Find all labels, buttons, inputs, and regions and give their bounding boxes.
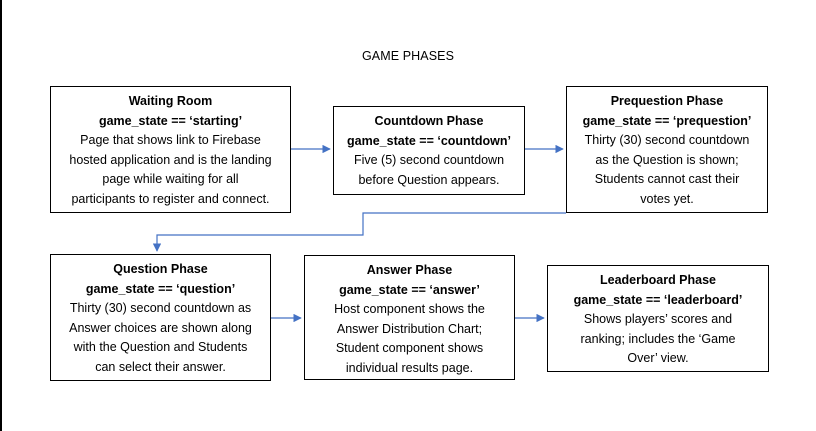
phase-box-waiting-room: Waiting Room game_state == ‘starting’ Pa… xyxy=(50,86,291,213)
phase-state: game_state == ‘countdown’ xyxy=(347,133,511,148)
phase-state: game_state == ‘leaderboard’ xyxy=(573,292,743,307)
phase-description-line: hosted application and is the landing xyxy=(69,152,272,167)
phase-name: Waiting Room xyxy=(128,94,213,108)
phase-name: Leaderboard Phase xyxy=(599,273,716,287)
phase-description-line: votes yet. xyxy=(640,191,694,206)
phase-state: game_state == ‘question’ xyxy=(85,281,236,296)
phase-name: Countdown Phase xyxy=(374,114,484,128)
phase-description-line: Five (5) second countdown xyxy=(353,153,505,168)
phase-description-line: Shows players’ scores and xyxy=(583,312,733,327)
diagram-title: GAME PHASES xyxy=(361,49,455,63)
phase-box-prequestion: Prequestion Phase game_state == ‘preques… xyxy=(566,86,768,213)
phase-description-line: Thirty (30) second countdown xyxy=(584,133,750,148)
phase-description-line: individual results page. xyxy=(345,360,474,375)
phase-box-answer: Answer Phase game_state == ‘answer’ Host… xyxy=(304,255,515,380)
phase-description-line: before Question appears. xyxy=(358,172,500,187)
phase-state: game_state == ‘prequestion’ xyxy=(582,113,752,128)
phase-description-line: ranking; includes the ‘Game xyxy=(580,331,736,346)
phase-description-line: Thirty (30) second countdown as xyxy=(69,301,252,316)
phase-description-line: Over’ view. xyxy=(627,351,689,366)
phase-description-line: participants to register and connect. xyxy=(71,191,270,206)
phase-description-line: with the Question and Students xyxy=(73,340,248,355)
phase-description-line: Answer choices are shown along xyxy=(69,320,252,335)
phase-description-line: Page that shows link to Firebase xyxy=(80,133,261,148)
phase-description-line: Answer Distribution Chart; xyxy=(336,321,483,336)
phase-state: game_state == ‘answer’ xyxy=(339,282,480,297)
phase-name: Answer Phase xyxy=(366,263,453,277)
phase-description-line: as the Question is shown; xyxy=(595,152,739,167)
phase-box-question: Question Phase game_state == ‘question’ … xyxy=(50,254,271,381)
arrow-prequestion-to-question xyxy=(152,212,566,252)
phase-state: game_state == ‘starting’ xyxy=(98,113,243,128)
phase-description-line: Host component shows the xyxy=(334,302,485,317)
phase-description-line: can select their answer. xyxy=(95,359,226,374)
phase-box-leaderboard: Leaderboard Phase game_state == ‘leaderb… xyxy=(547,265,769,372)
phase-name: Prequestion Phase xyxy=(610,94,724,108)
page-edge-line xyxy=(0,0,2,431)
phase-box-countdown: Countdown Phase game_state == ‘countdown… xyxy=(333,106,525,195)
phase-description-line: Student component shows xyxy=(335,341,484,356)
phase-description-line: Students cannot cast their xyxy=(594,172,740,187)
phase-name: Question Phase xyxy=(113,262,208,276)
phase-description-line: page while waiting for all xyxy=(102,172,239,187)
